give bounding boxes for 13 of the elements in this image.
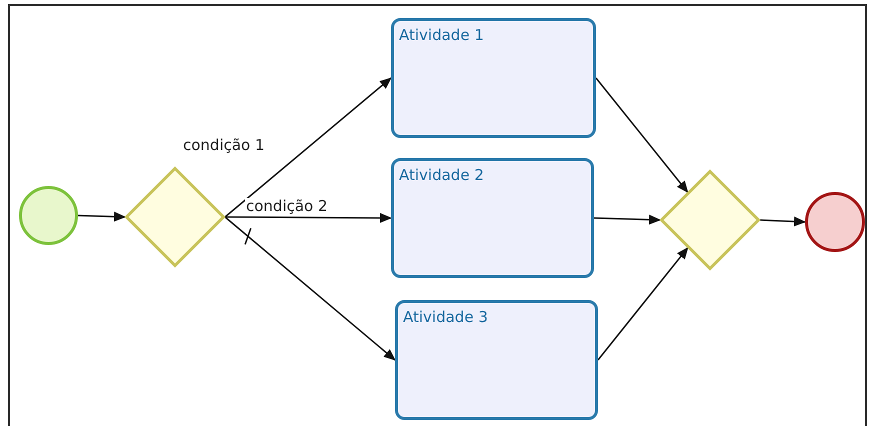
activity-label: Atividade 3: [403, 308, 488, 326]
sequence-flow-arrow: [597, 247, 688, 360]
sequence-flow-arrow: [594, 214, 661, 225]
edge-label: condição 2: [245, 198, 329, 214]
sequence-flow-arrow: [760, 216, 806, 226]
edge-label: condição 1: [182, 137, 266, 153]
activity-label: Atividade 2: [399, 166, 484, 184]
default-flow-arrow: [224, 216, 396, 361]
sequence-flow-arrow: [224, 77, 392, 218]
sequence-flow-arrow: [595, 78, 688, 194]
activity-label: Atividade 1: [399, 26, 484, 44]
sequence-flow-arrow: [225, 212, 392, 223]
sequence-flow-arrow: [78, 212, 126, 222]
